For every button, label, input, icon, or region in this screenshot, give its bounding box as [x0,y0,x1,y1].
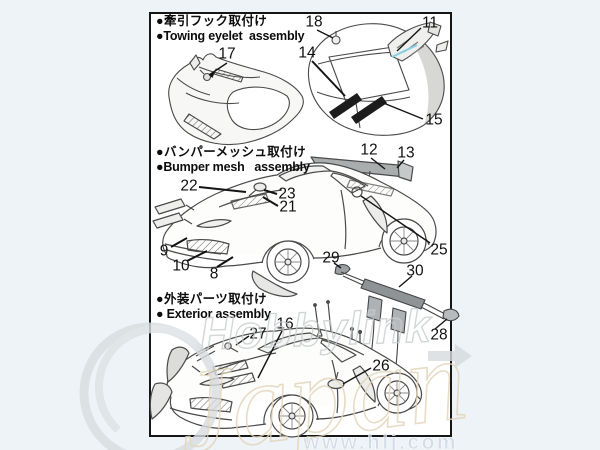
callout-15: 15 [425,111,443,129]
exterior-title-en: ● Exterior assembly [156,307,271,321]
engine-bay-drawing [307,21,449,136]
front-canard-lower [152,212,184,229]
callout-27: 27 [249,325,267,343]
rear-wing-assembly-drawing [334,264,460,367]
callout-29: 29 [322,249,340,267]
mirror-part [253,182,267,192]
callout-9: 9 [159,242,169,260]
wing-end-fitting-28 [442,308,460,322]
door-scoop-26 [327,378,345,390]
towing-eyelet-part [202,72,212,82]
callout-25: 25 [430,241,448,259]
callout-12: 12 [360,141,378,159]
callout-8: 8 [209,265,219,283]
callout-13: 13 [397,144,415,162]
callout-28: 28 [430,326,448,344]
bumper-title-en: ●Bumper mesh assembly [156,160,310,174]
clip-part-18 [331,35,341,45]
callout-23: 23 [278,185,296,203]
callout-30: 30 [406,262,424,280]
callout-10: 10 [172,257,190,275]
mesh-strip-15 [351,96,387,124]
wing-endplate-13 [397,160,414,182]
leader-lines [170,27,448,385]
towing-bumper-drawing [168,53,304,146]
roof-antennas [314,301,332,335]
exterior-title-jp: ●外装パーツ取付け [156,292,267,306]
front-canard-upper [154,198,186,215]
fender-flick-lower [149,382,173,420]
towing-title-en: ●Towing eyelet assembly [156,29,305,43]
callout-26: 26 [372,357,390,375]
middle-car-drawing [152,156,437,298]
cyan-highlight [391,44,418,58]
callout-17: 17 [218,45,236,63]
wing-strip-30 [360,278,426,310]
mesh-strip-14 [329,93,362,119]
callout-14: 14 [298,44,316,62]
callout-16: 16 [276,315,294,333]
bumper-title-jp: ●バンパーメッシュ取付け [156,145,306,159]
callout-22: 22 [180,177,198,195]
callout-18: 18 [305,13,323,31]
callout-11: 11 [421,14,439,32]
callout-21: 21 [279,198,297,216]
towing-title-jp: ●牽引フック取付け [156,14,268,28]
exterior-eyelet-27 [224,342,232,350]
